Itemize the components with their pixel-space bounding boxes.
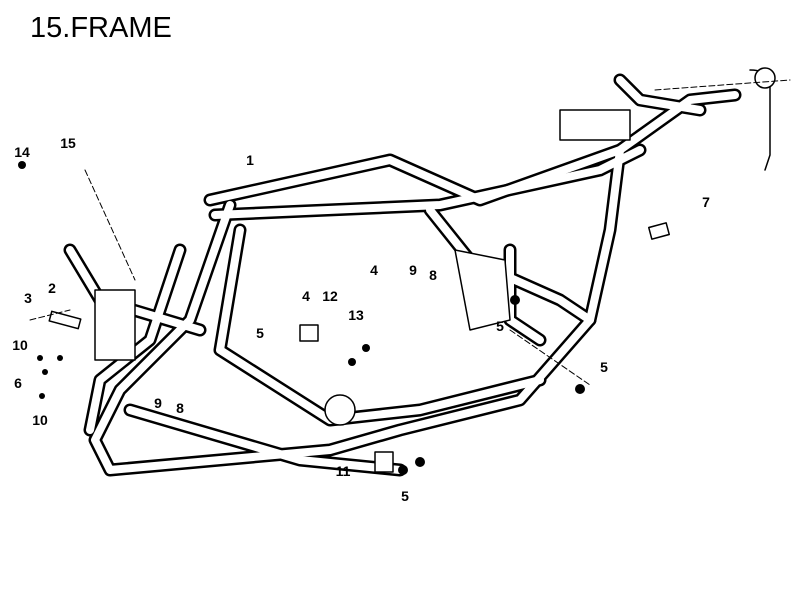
callout-5c: 5 [600, 359, 608, 375]
callout-4: 4 [302, 288, 310, 304]
callout-13: 13 [348, 307, 364, 323]
callout-11: 11 [335, 463, 351, 479]
callout-10b: 10 [32, 412, 48, 428]
callout-14: 14 [14, 144, 30, 160]
callout-8: 8 [176, 400, 184, 416]
callout-12: 12 [322, 288, 338, 304]
callout-9: 9 [154, 395, 162, 411]
fasteners [18, 161, 585, 475]
callout-5: 5 [256, 325, 264, 341]
diagram-title: 15.FRAME [30, 12, 172, 44]
brackets [48, 67, 776, 473]
frame-tubes-fill [66, 76, 739, 474]
callout-15: 15 [60, 135, 76, 151]
callout-4b: 4 [370, 262, 378, 278]
callout-7: 7 [702, 194, 710, 210]
callout-3: 3 [24, 290, 32, 306]
callout-10: 10 [12, 337, 28, 353]
callout-1: 1 [246, 152, 254, 168]
callout-5d: 5 [401, 488, 409, 504]
callout-9b: 9 [409, 262, 417, 278]
leader-lines [29, 79, 791, 386]
callout-2: 2 [48, 280, 56, 296]
callout-8b: 8 [429, 267, 437, 283]
callout-6: 6 [14, 375, 22, 391]
callout-5b: 5 [496, 318, 504, 334]
